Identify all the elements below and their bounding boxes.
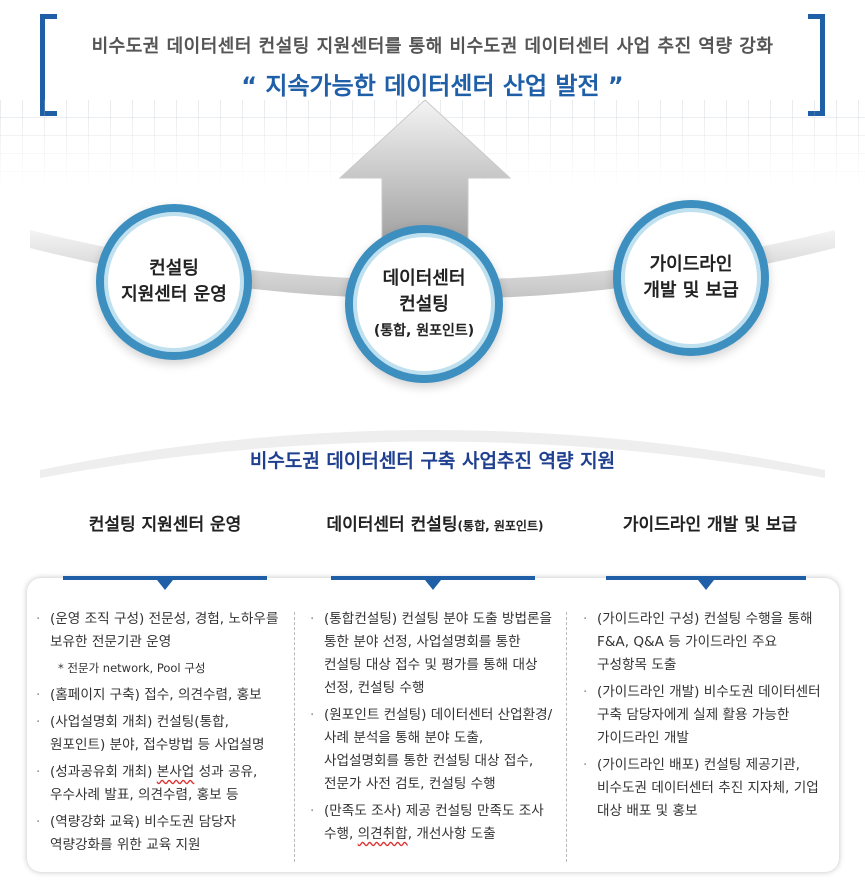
list-item-text: (홈페이지 구축) 접수, 의견수렴, 홍보 — [50, 687, 262, 703]
circle-left-line2: 지원센터 운영 — [121, 284, 227, 305]
column-title-suffix: (통합, 원포인트) — [457, 519, 544, 533]
list-item: · (만족도 조사) 제공 컨설팅 만족도 조사 수행, 의견취합, 개선사항 도… — [310, 800, 560, 846]
column-title-consulting: 데이터센터 컨설팅(통합, 원포인트) — [300, 510, 570, 535]
column-title-support-center: 컨설팅 지원센터 운영 — [20, 510, 310, 535]
list-item-text: (통합컨설팅) 컨설팅 분야 도출 방법론을 통한 분야 선정, 사업설명회를 … — [324, 611, 552, 696]
bullet: · — [310, 611, 315, 627]
details-panel — [27, 578, 839, 872]
circle-guideline: 가이드라인 개발 및 보급 — [613, 200, 769, 356]
list-note: * 전문가 network, Pool 구성 — [36, 658, 286, 678]
bullet: · — [583, 757, 588, 773]
right-bracket — [808, 14, 825, 116]
spellcheck-marked-text: 의견취합 — [357, 826, 408, 842]
list-item-text: (가이드라인 배포) 컨설팅 제공기관, 비수도권 데이터센터 추진 지자체, … — [597, 757, 819, 819]
circle-support-center: 컨설팅 지원센터 운영 — [96, 204, 252, 360]
list-item: · (역량강화 교육) 비수도권 담당자 역량강화를 위한 교육 지원 — [36, 811, 286, 857]
list-item: · (가이드라인 구성) 컨설팅 수행을 통해 F&A, Q&A 등 가이드라인 … — [583, 608, 823, 677]
column-marker-3 — [606, 576, 806, 590]
list-item-text-rest: 성과 공유, 우수사례 발표, 의견수렴, 홍보 등 — [50, 764, 258, 803]
column-title-text: 컨설팅 지원센터 운영 — [88, 515, 242, 535]
circle-right-line1: 가이드라인 — [649, 254, 733, 275]
circle-right-line2: 개발 및 보급 — [643, 280, 739, 301]
list-item-text: (만족도 조사) 제공 컨설팅 만족도 조사 수행, — [324, 803, 544, 842]
list-item: · (가이드라인 배포) 컨설팅 제공기관, 비수도권 데이터센터 추진 지자체,… — [583, 754, 823, 823]
bullet: · — [310, 803, 315, 819]
list-item-text: (사업설명회 개최) 컨설팅(통합, 원포인트) 분야, 접수방법 등 사업설명 — [50, 714, 265, 753]
spellcheck-marked-text: 본사업 — [156, 764, 195, 780]
list-item: · (홈페이지 구축) 접수, 의견수렴, 홍보 — [36, 684, 286, 707]
banner-goal: “ 지속가능한 데이터센터 산업 발전 ” — [241, 72, 624, 100]
banner-headline: 비수도권 데이터센터 컨설팅 지원센터를 통해 비수도권 데이터센터 사업 추진… — [91, 36, 774, 57]
list-item-text: (원포인트 컨설팅) 데이터센터 산업환경/사례 분석을 통해 분야 도출, 사… — [324, 707, 553, 792]
column-divider — [566, 612, 567, 862]
bullet: · — [36, 687, 41, 703]
goal-banner: 비수도권 데이터센터 컨설팅 지원센터를 통해 비수도권 데이터센터 사업 추진… — [0, 0, 865, 130]
list-item: · (통합컨설팅) 컨설팅 분야 도출 방법론을 통한 분야 선정, 사업설명회를… — [310, 608, 560, 700]
column-divider — [294, 612, 295, 862]
column-title-text: 데이터센터 컨설팅 — [326, 515, 458, 535]
bullet: · — [36, 611, 41, 627]
list-item-text: (운영 조직 구성) 전문성, 경험, 노하우를 보유한 전문기관 운영 — [50, 611, 279, 650]
circle-consulting: 데이터센터 컨설팅 (통합, 원포인트) — [345, 225, 503, 383]
list-item-text: (가이드라인 구성) 컨설팅 수행을 통해 F&A, Q&A 등 가이드라인 주… — [597, 611, 813, 673]
support-title: 비수도권 데이터센터 구축 사업추진 역량 지원 — [249, 450, 616, 472]
circle-center-line2: 컨설팅 — [399, 294, 449, 315]
bullet: · — [310, 707, 315, 723]
list-item: · (성과공유회 개최) 본사업 성과 공유, 우수사례 발표, 의견수렴, 홍보… — [36, 761, 286, 807]
bullet: · — [583, 684, 588, 700]
list-item: · (가이드라인 개발) 비수도권 데이터센터 구축 담당자에게 실제 활용 가능… — [583, 681, 823, 750]
column-title-text: 가이드라인 개발 및 보급 — [622, 515, 798, 535]
left-bracket — [40, 14, 57, 116]
bullet: · — [583, 611, 588, 627]
circle-left-line1: 컨설팅 — [149, 258, 199, 279]
column-marker-2 — [331, 576, 535, 590]
list-item: · (운영 조직 구성) 전문성, 경험, 노하우를 보유한 전문기관 운영 — [36, 608, 286, 654]
consulting-list: · (통합컨설팅) 컨설팅 분야 도출 방법론을 통한 분야 선정, 사업설명회를… — [310, 608, 560, 850]
bullet: · — [36, 764, 41, 780]
guideline-list: · (가이드라인 구성) 컨설팅 수행을 통해 F&A, Q&A 등 가이드라인 … — [583, 608, 823, 827]
bullet: · — [36, 814, 41, 830]
list-item-text-rest: , 개선사항 도출 — [407, 826, 496, 842]
list-item-text: (가이드라인 개발) 비수도권 데이터센터 구축 담당자에게 실제 활용 가능한… — [597, 684, 821, 746]
bullet: · — [36, 714, 41, 730]
list-note-text: * 전문가 network, Pool 구성 — [58, 661, 206, 675]
circle-center-line1: 데이터센터 — [382, 268, 466, 289]
list-item: · (원포인트 컨설팅) 데이터센터 산업환경/사례 분석을 통해 분야 도출, … — [310, 704, 560, 796]
support-center-list: · (운영 조직 구성) 전문성, 경험, 노하우를 보유한 전문기관 운영 * … — [36, 608, 286, 861]
column-marker-1 — [63, 576, 267, 590]
column-title-guideline: 가이드라인 개발 및 보급 — [575, 510, 845, 535]
circle-center-line3: (통합, 원포인트) — [373, 323, 475, 339]
list-item-text: (역량강화 교육) 비수도권 담당자 역량강화를 위한 교육 지원 — [50, 814, 237, 853]
list-item-text: (성과공유회 개최) — [50, 764, 157, 780]
list-item: · (사업설명회 개최) 컨설팅(통합, 원포인트) 분야, 접수방법 등 사업설… — [36, 711, 286, 757]
